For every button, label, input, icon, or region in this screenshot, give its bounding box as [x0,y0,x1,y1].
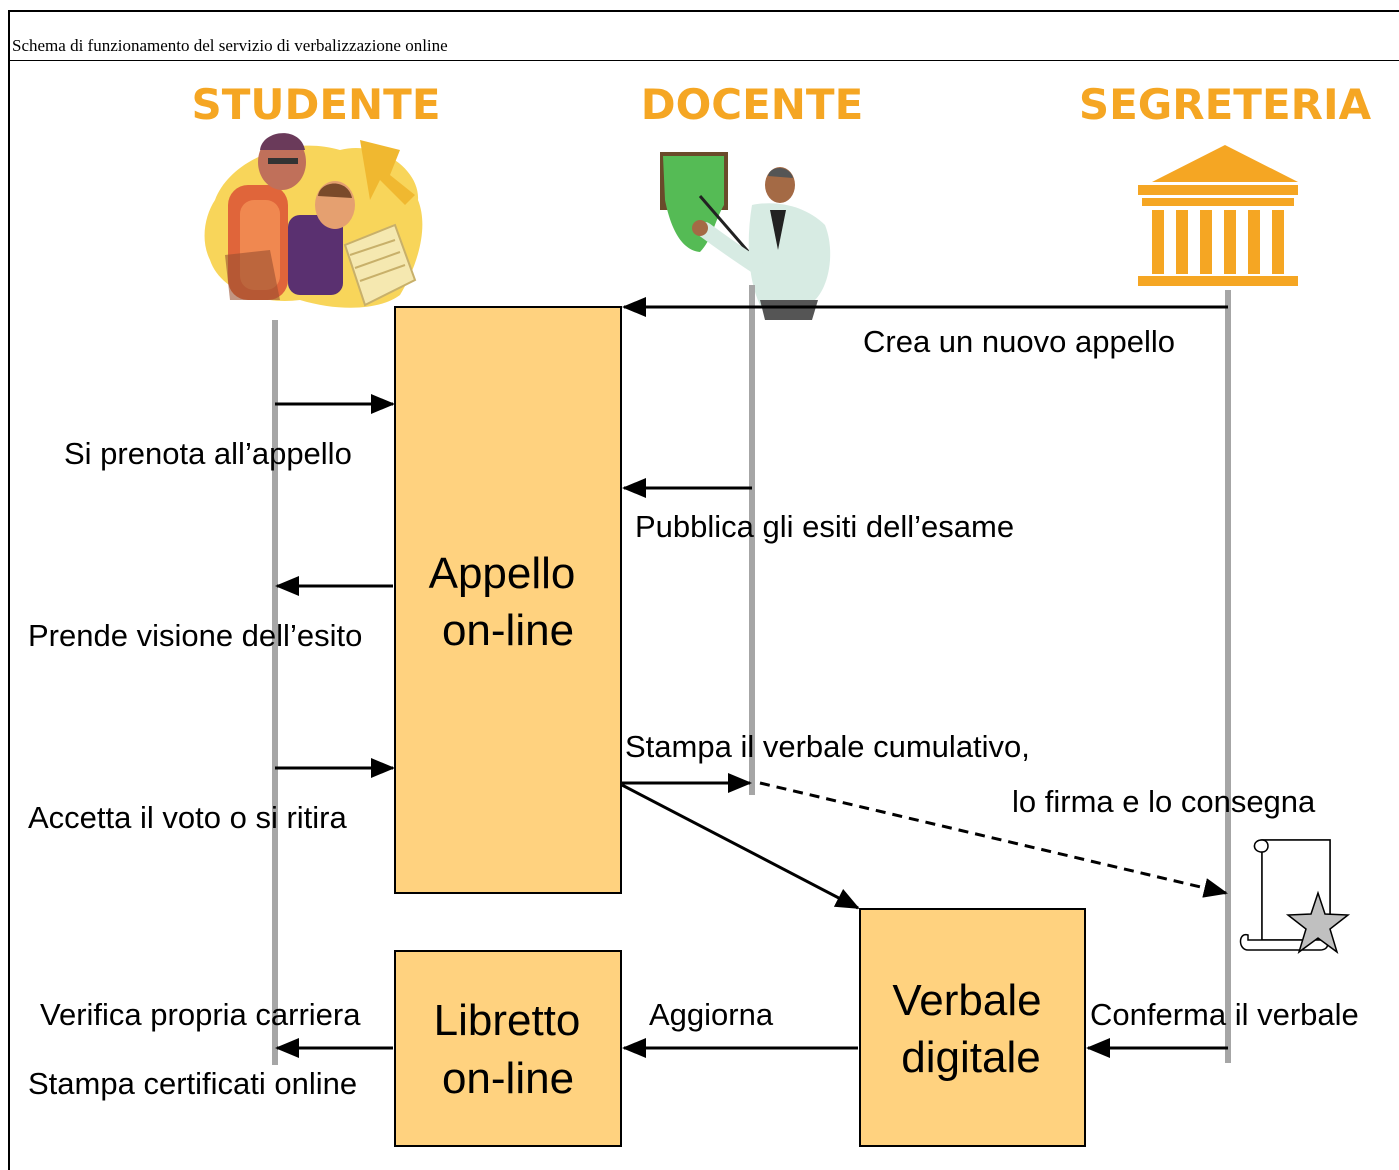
appello-box-line2: on-line [442,606,574,655]
scroll-star-icon [1239,839,1351,954]
appello-box-line1: Appello [429,549,576,598]
verbale-box-line2: digitale [901,1033,1040,1082]
actor-segreteria-label: SEGRETERIA [1079,80,1372,129]
arrow-consegna-dashed [759,781,1228,898]
temple-icon [1138,145,1298,286]
verbale-digitale-box [859,908,1086,1147]
label-stampa-certificati: Stampa certificati online [28,1066,357,1101]
label-prende-visione: Prende visione dell’esito [28,618,362,653]
label-pubblica-esiti: Pubblica gli esiti dell’esame [635,509,1014,544]
label-firma-consegna: lo firma e lo consegna [1012,784,1316,819]
teacher-clipart-icon [660,152,831,320]
label-accetta-voto: Accetta il voto o si ritira [28,800,347,835]
label-conferma-verbale: Conferma il verbale [1090,997,1359,1032]
students-clipart-icon [204,133,423,308]
libretto-online-box [394,950,622,1147]
label-si-prenota: Si prenota all’appello [64,436,352,471]
arrow-genera-verbale [621,783,860,910]
label-stampa-verbale: Stampa il verbale cumulativo, [625,729,1030,764]
libretto-box-line1: Libretto [434,996,581,1045]
label-verifica-carriera: Verifica propria carriera [40,997,361,1032]
verbale-box-line1: Verbale [892,976,1041,1025]
appello-online-box [394,306,622,894]
figure-caption: Schema di funzionamento del servizio di … [10,34,1399,61]
libretto-box-line2: on-line [442,1054,574,1103]
label-aggiorna: Aggiorna [649,997,774,1032]
actor-studente-label: STUDENTE [191,80,440,129]
actor-docente-label: DOCENTE [641,80,864,129]
figure-frame [8,10,1399,1170]
label-crea-appello: Crea un nuovo appello [863,324,1175,359]
